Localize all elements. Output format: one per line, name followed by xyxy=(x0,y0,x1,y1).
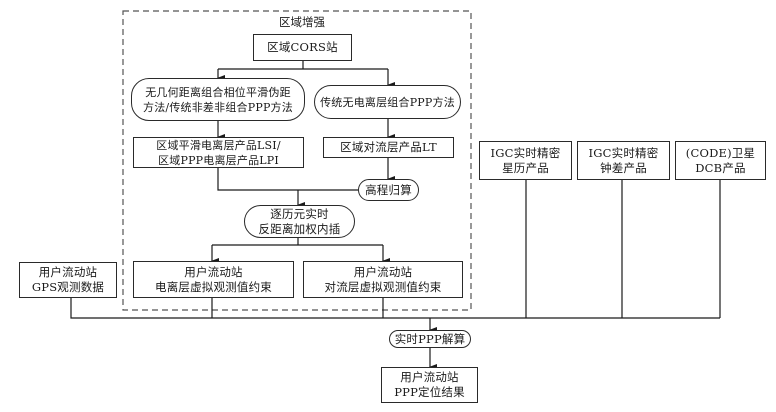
connector-cors-split xyxy=(218,61,388,70)
region-boundary xyxy=(122,10,472,311)
node-iono-constraint: 用户流动站 电离层虚拟观测值约束 xyxy=(133,261,294,298)
connector-merge xyxy=(217,168,358,191)
node-cors: 区域CORS站 xyxy=(253,34,352,61)
node-tropo-constraint: 用户流动站 对流层虚拟观测值约束 xyxy=(303,261,463,298)
node-igc-clock: IGC实时精密 钟差产品 xyxy=(577,141,670,180)
node-result: 用户流动站 PPP定位结果 xyxy=(381,367,478,403)
connector-bus xyxy=(70,180,721,319)
node-iono-product: 区域平滑电离层产品LSI/ 区域PPP电离层产品LPI xyxy=(133,137,304,168)
connector-interp-split xyxy=(212,238,383,246)
node-tropo-product: 区域对流层产品LT xyxy=(323,137,454,158)
node-igc-orbit: IGC实时精密 星历产品 xyxy=(479,141,572,180)
node-gps-data: 用户流动站 GPS观测数据 xyxy=(19,262,117,298)
node-method-right: 传统无电离层组合PPP方法 xyxy=(314,85,461,119)
node-dcb: (CODE)卫星 DCB产品 xyxy=(675,141,766,180)
region-title: 区域增强 xyxy=(279,15,325,29)
node-interpolation: 逐历元实时 反距离加权内插 xyxy=(244,205,355,238)
node-realtime-ppp: 实时PPP解算 xyxy=(389,330,471,348)
node-method-left: 无几何距离组合相位平滑伪距 方法/传统非差非组合PPP方法 xyxy=(131,78,305,121)
node-elevation: 高程归算 xyxy=(358,179,419,201)
